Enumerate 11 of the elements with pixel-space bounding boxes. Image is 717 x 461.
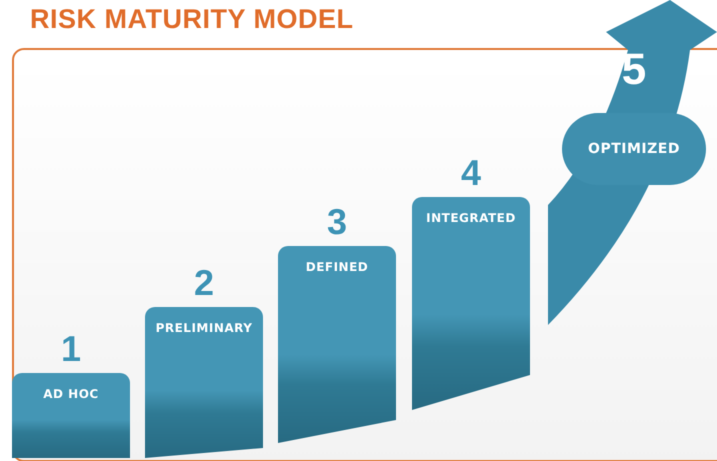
step-number: 2 — [192, 263, 216, 303]
step-number: 3 — [326, 202, 348, 242]
step-label: OPTIMIZED — [587, 141, 681, 157]
diagram-title: RISK MATURITY MODEL — [30, 4, 354, 35]
step-label: INTEGRATED — [425, 211, 517, 225]
step-number: 4 — [460, 153, 482, 193]
step-number: 1 — [60, 329, 82, 369]
step-label: AD HOC — [42, 387, 100, 401]
step-number: 5 — [620, 50, 648, 90]
step-label: PRELIMINARY — [154, 321, 254, 335]
step-label: DEFINED — [304, 260, 370, 274]
